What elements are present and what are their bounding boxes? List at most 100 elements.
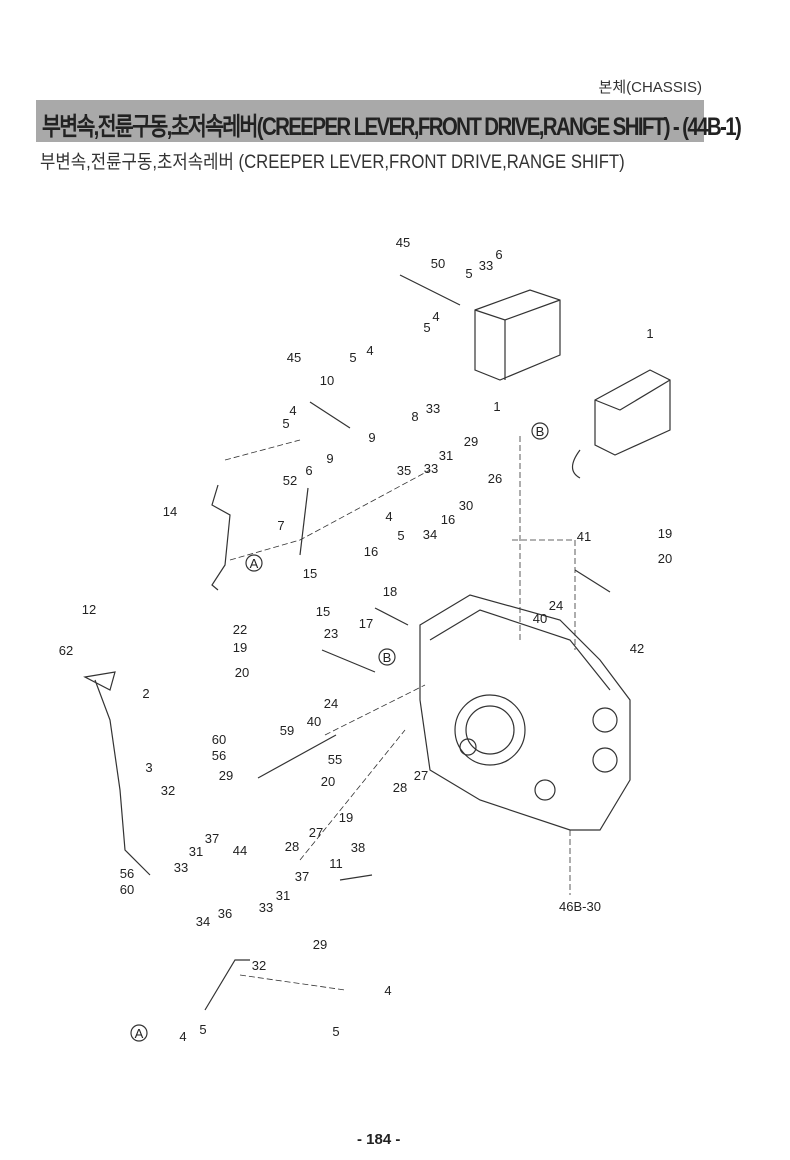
callout-28: 28 xyxy=(393,780,407,795)
callout-31: 31 xyxy=(276,888,290,903)
callout-29: 29 xyxy=(313,937,327,952)
callout-19: 19 xyxy=(658,526,672,541)
callout-A: A xyxy=(250,556,259,571)
reference-circle xyxy=(130,1024,148,1042)
page-subtitle: 부변속,전륜구동,초저속레버 (CREEPER LEVER,FRONT DRIV… xyxy=(40,152,625,173)
callout-34: 34 xyxy=(423,527,437,542)
callout-46B-30: 46B-30 xyxy=(559,899,601,914)
callout-33: 33 xyxy=(259,900,273,915)
callout-33: 33 xyxy=(479,258,493,273)
callout-2: 2 xyxy=(142,686,149,701)
callout-12: 12 xyxy=(82,602,96,617)
callout-8: 8 xyxy=(411,409,418,424)
page-title: 부변속,전륜구동,초저속레버(CREEPER LEVER,FRONT DRIVE… xyxy=(42,113,742,141)
bracket-1 xyxy=(474,289,671,479)
callout-34: 34 xyxy=(196,914,210,929)
callout-3: 3 xyxy=(145,760,152,775)
gear-housing xyxy=(419,594,631,831)
callout-30: 30 xyxy=(459,498,473,513)
callout-41: 41 xyxy=(577,529,591,544)
callout-27: 27 xyxy=(309,825,323,840)
callout-5: 5 xyxy=(465,266,472,281)
callout-37: 37 xyxy=(205,831,219,846)
callout-15: 15 xyxy=(303,566,317,581)
callout-23: 23 xyxy=(324,626,338,641)
title-bar: 부변속,전륜구동,초저속레버(CREEPER LEVER,FRONT DRIVE… xyxy=(36,100,742,142)
callout-56: 56 xyxy=(212,748,226,763)
callout-4: 4 xyxy=(289,403,296,418)
callout-59: 59 xyxy=(280,723,294,738)
callout-32: 32 xyxy=(161,783,175,798)
callout-5: 5 xyxy=(199,1022,206,1037)
callout-29: 29 xyxy=(219,768,233,783)
callout-44: 44 xyxy=(233,843,247,858)
callout-33: 33 xyxy=(174,860,188,875)
reference-circle xyxy=(245,554,263,572)
callout-6: 6 xyxy=(495,247,502,262)
callout-28: 28 xyxy=(285,839,299,854)
callout-5: 5 xyxy=(349,350,356,365)
callout-20: 20 xyxy=(321,774,335,789)
callout-42: 42 xyxy=(630,641,644,656)
levers xyxy=(83,274,611,1011)
page-number: - 184 - xyxy=(357,1131,401,1148)
callout-29: 29 xyxy=(464,434,478,449)
leader-lines xyxy=(224,436,576,991)
callout-26: 26 xyxy=(488,471,502,486)
callout-5: 5 xyxy=(332,1024,339,1039)
reference-circle xyxy=(531,422,549,440)
callout-7: 7 xyxy=(277,518,284,533)
callout-55: 55 xyxy=(328,752,342,767)
callout-9: 9 xyxy=(326,451,333,466)
callout-1: 1 xyxy=(646,326,653,341)
callout-4: 4 xyxy=(179,1029,186,1044)
callout-1: 1 xyxy=(493,399,500,414)
callout-14: 14 xyxy=(163,504,177,519)
callout-5: 5 xyxy=(397,528,404,543)
callout-31: 31 xyxy=(189,844,203,859)
callout-33: 33 xyxy=(426,401,440,416)
callout-52: 52 xyxy=(283,473,297,488)
callout-33: 33 xyxy=(424,461,438,476)
callout-16: 16 xyxy=(364,544,378,559)
callout-38: 38 xyxy=(351,840,365,855)
callout-15: 15 xyxy=(316,604,330,619)
callout-5: 5 xyxy=(423,320,430,335)
callout-45: 45 xyxy=(396,235,410,250)
callout-50: 50 xyxy=(431,256,445,271)
callout-32: 32 xyxy=(252,958,266,973)
callout-9: 9 xyxy=(368,430,375,445)
callout-4: 4 xyxy=(384,983,391,998)
callout-40: 40 xyxy=(307,714,321,729)
callout-24: 24 xyxy=(324,696,338,711)
callout-62: 62 xyxy=(59,643,73,658)
callout-24: 24 xyxy=(549,598,563,613)
callout-A: A xyxy=(135,1026,144,1041)
callout-20: 20 xyxy=(658,551,672,566)
section-label: 본체(CHASSIS) xyxy=(598,79,702,96)
callout-20: 20 xyxy=(235,665,249,680)
callout-18: 18 xyxy=(383,584,397,599)
callout-6: 6 xyxy=(305,463,312,478)
reference-circle xyxy=(378,648,396,666)
callout-17: 17 xyxy=(359,616,373,631)
callout-60: 60 xyxy=(212,732,226,747)
callout-35: 35 xyxy=(397,463,411,478)
callout-22: 22 xyxy=(233,622,247,637)
callout-36: 36 xyxy=(218,906,232,921)
callout-37: 37 xyxy=(295,869,309,884)
callout-11: 11 xyxy=(329,856,343,871)
callout-56: 56 xyxy=(120,866,134,881)
callout-4: 4 xyxy=(385,509,392,524)
callout-10: 10 xyxy=(320,373,334,388)
callout-40: 40 xyxy=(533,611,547,626)
callout-B: B xyxy=(536,424,545,439)
callout-4: 4 xyxy=(366,343,373,358)
callout-19: 19 xyxy=(339,810,353,825)
callout-27: 27 xyxy=(414,768,428,783)
callout-4: 4 xyxy=(432,309,439,324)
callout-60: 60 xyxy=(120,882,134,897)
callout-5: 5 xyxy=(282,416,289,431)
callout-B: B xyxy=(383,650,392,665)
